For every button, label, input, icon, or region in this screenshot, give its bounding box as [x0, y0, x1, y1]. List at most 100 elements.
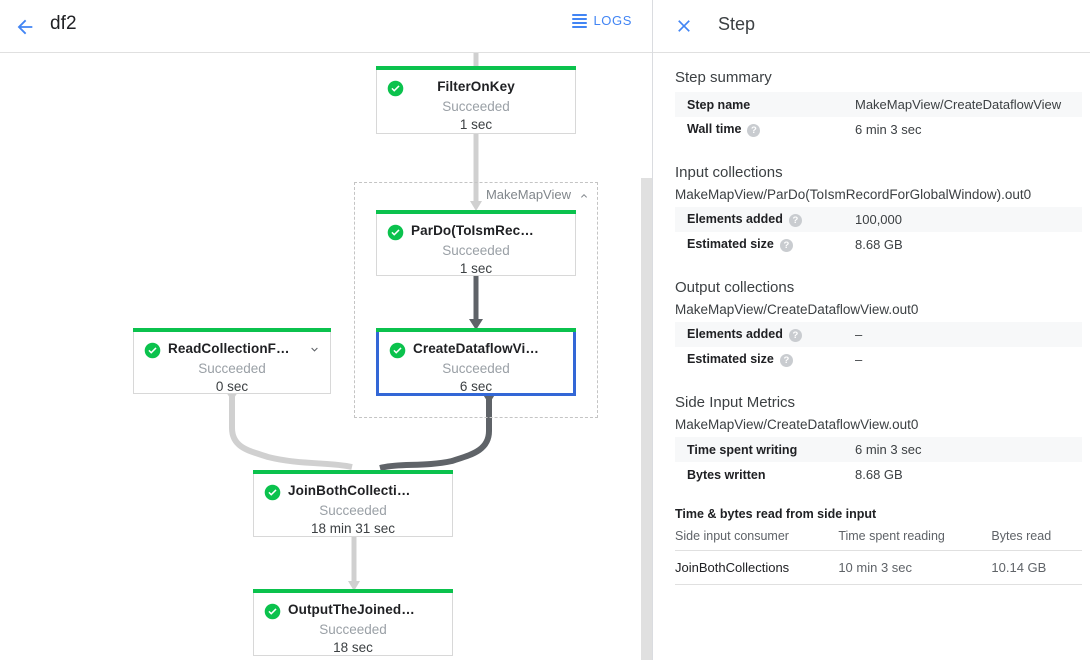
table-row: Elements added? 100,000: [675, 207, 1082, 232]
column-header-time-spent-reading: Time spent reading: [838, 525, 992, 551]
row-key-label: Step name: [687, 97, 751, 112]
check-circle-icon: [144, 342, 161, 359]
table-row: JoinBothCollections 10 min 3 sec 10.14 G…: [675, 550, 1082, 585]
graph-node-filteronkey[interactable]: FilterOnKey Succeeded 1 sec: [376, 66, 576, 134]
graph-node-outputthejoinedcollection[interactable]: OutputTheJoinedCollec… Succeeded 18 sec: [253, 589, 453, 656]
row-key: Estimated size?: [675, 347, 843, 372]
node-status: Succeeded: [442, 243, 510, 258]
cell-time-spent-reading: 10 min 3 sec: [838, 550, 992, 585]
graph-node-readcollectionforjoin[interactable]: ReadCollectionForJoin Succeeded 0 sec: [133, 328, 331, 394]
node-status-bar: [376, 328, 576, 332]
cell-side-input-consumer: JoinBothCollections: [675, 550, 839, 585]
row-key-label: Elements added: [687, 212, 783, 227]
row-value: 8.68 GB: [855, 467, 903, 482]
node-name: ReadCollectionForJoin: [168, 341, 318, 356]
side-input-collection-name: MakeMapView/CreateDataflowView.out0: [675, 417, 919, 432]
check-circle-icon: [387, 224, 404, 241]
node-status: Succeeded: [319, 503, 387, 518]
table-header-row: Side input consumer Time spent reading B…: [675, 525, 1082, 551]
side-input-metrics-table: Time spent writing 6 min 3 sec Bytes wri…: [675, 437, 1082, 487]
row-key: Elements added?: [675, 207, 843, 232]
row-key-label: Wall time: [687, 122, 742, 137]
node-duration: 18 sec: [333, 640, 373, 655]
table-row: Time spent writing 6 min 3 sec: [675, 437, 1082, 462]
row-key: Time spent writing: [675, 437, 843, 462]
row-key-label: Elements added: [687, 327, 783, 342]
help-icon[interactable]: ?: [779, 238, 793, 252]
table-row: Estimated size? –: [675, 347, 1082, 372]
node-status: Succeeded: [319, 622, 387, 637]
check-circle-icon: [387, 80, 404, 97]
node-status-bar: [253, 589, 453, 593]
row-value: –: [855, 352, 863, 367]
check-circle-icon: [264, 484, 281, 501]
row-key: Elements added?: [675, 322, 843, 347]
help-icon[interactable]: ?: [788, 328, 802, 342]
logs-button-label: LOGS: [593, 13, 632, 28]
check-circle-icon: [264, 603, 281, 620]
chevron-down-icon[interactable]: [306, 341, 322, 357]
graph-vertical-scrollbar[interactable]: [641, 178, 652, 660]
node-status-bar: [133, 328, 331, 332]
section-heading-input-collections: Input collections: [675, 164, 783, 181]
help-icon[interactable]: ?: [747, 123, 761, 137]
cell-bytes-read: 10.14 GB: [991, 550, 1082, 585]
node-status-bar: [376, 210, 576, 214]
step-details-body: Step summary Step name MakeMapView/Creat…: [653, 53, 1090, 660]
row-key: Wall time?: [675, 117, 843, 142]
check-circle-icon: [389, 342, 406, 359]
node-status: Succeeded: [442, 99, 510, 114]
node-duration: 6 sec: [459, 379, 493, 394]
step-details-title: Step: [718, 14, 756, 34]
node-name: CreateDataflowView: [413, 341, 544, 356]
row-key: Bytes written: [675, 462, 843, 487]
list-icon: [572, 13, 588, 28]
section-heading-step-summary: Step summary: [675, 69, 772, 86]
node-duration: 18 min 31 sec: [310, 521, 396, 536]
table-row: Wall time? 6 min 3 sec: [675, 117, 1082, 142]
row-value: –: [855, 327, 863, 342]
graph-toolbar: df2 LOGS: [0, 0, 652, 53]
row-value: 100,000: [855, 212, 902, 227]
row-value: MakeMapView/CreateDataflowView: [855, 97, 1062, 112]
node-duration: 1 sec: [459, 117, 493, 132]
column-header-bytes-read: Bytes read: [991, 525, 1082, 551]
node-duration: 1 sec: [459, 261, 493, 276]
node-name: JoinBothCollections: [288, 483, 422, 498]
section-heading-side-input-metrics: Side Input Metrics: [675, 394, 796, 411]
row-value: 8.68 GB: [855, 237, 903, 252]
row-key: Estimated size?: [675, 232, 843, 257]
chevron-up-icon[interactable]: [577, 189, 591, 203]
panel-divider: [652, 0, 653, 660]
node-status: Succeeded: [198, 361, 266, 376]
row-key-label: Bytes written: [687, 467, 766, 482]
node-name: OutputTheJoinedCollec…: [288, 602, 452, 617]
help-icon[interactable]: ?: [788, 213, 802, 227]
job-graph-canvas[interactable]: MakeMapView FilterOnKey Succeeded: [0, 53, 652, 660]
row-value: 6 min 3 sec: [855, 122, 922, 137]
table-row: Bytes written 8.68 GB: [675, 462, 1082, 487]
job-graph-panel: df2 LOGS: [0, 0, 652, 660]
column-header-side-input-consumer: Side input consumer: [675, 525, 839, 551]
back-arrow-icon[interactable]: [10, 12, 40, 42]
logs-button[interactable]: LOGS: [572, 13, 632, 28]
composite-group-makemapview[interactable]: MakeMapView: [354, 182, 598, 418]
row-key-label: Time spent writing: [687, 442, 798, 457]
side-input-read-table: Side input consumer Time spent reading B…: [675, 525, 1082, 585]
node-status: Succeeded: [442, 361, 510, 376]
step-details-panel: Step Step summary Step name MakeMapView/…: [653, 0, 1090, 660]
graph-node-pardo-toismrecordfor[interactable]: ParDo(ToIsmRecordFor… Succeeded 1 sec: [376, 210, 576, 276]
node-status-bar: [376, 66, 576, 70]
node-status-bar: [253, 470, 453, 474]
section-heading-output-collections: Output collections: [675, 279, 795, 296]
node-duration: 0 sec: [215, 379, 249, 394]
step-details-header: Step: [653, 0, 1090, 53]
graph-node-joinbothcollections[interactable]: JoinBothCollections Succeeded 18 min 31 …: [253, 470, 453, 537]
subsection-heading-time-bytes-read: Time & bytes read from side input: [675, 507, 877, 521]
help-icon[interactable]: ?: [779, 353, 793, 367]
close-icon[interactable]: [671, 13, 697, 39]
table-row: Step name MakeMapView/CreateDataflowView: [675, 92, 1082, 117]
graph-node-createdataflowview[interactable]: CreateDataflowView Succeeded 6 sec: [376, 328, 576, 396]
step-summary-table: Step name MakeMapView/CreateDataflowView…: [675, 92, 1082, 142]
